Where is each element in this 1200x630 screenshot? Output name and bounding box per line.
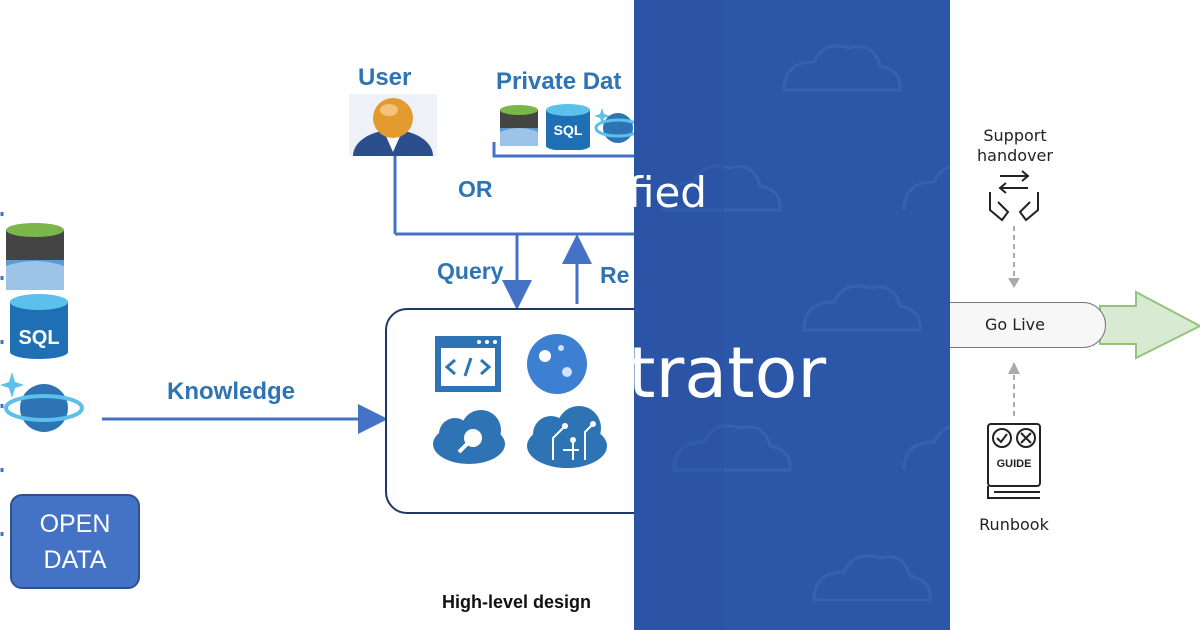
support-handover-label: Support handover — [970, 126, 1060, 166]
sql-database-icon: SQL — [10, 294, 68, 359]
runbook-guide-icon: GUIDE — [987, 423, 1041, 499]
user-avatar-icon — [349, 94, 437, 182]
sql-text: SQL — [18, 327, 59, 349]
go-live-flow-panel: Support handover Go Live GUIDE Runbook — [950, 0, 1200, 630]
open-data-line2: DATA — [43, 545, 107, 574]
search-cloud-icon — [433, 410, 505, 464]
response-label: Re — [600, 262, 630, 288]
web-app-code-icon — [435, 336, 501, 392]
open-data-box: OPEN DATA — [10, 494, 140, 589]
private-data-label: Private Dat — [496, 68, 622, 95]
storage-cylinder-icon — [500, 105, 538, 146]
knowledge-label: Knowledge — [167, 378, 296, 405]
connector-lines — [0, 142, 634, 590]
support-line2: handover — [977, 146, 1053, 165]
azure-services-box — [385, 308, 634, 514]
or-label: OR — [458, 176, 493, 202]
runbook-label: Runbook — [979, 515, 1049, 534]
private-data-icons: SQL — [500, 104, 634, 150]
go-live-stage — [950, 302, 1106, 348]
storage-cylinder-icon — [6, 223, 64, 290]
title-fragment-main: trator — [634, 332, 827, 414]
high-level-design-panel: User Private Dat SQL OR Query Re Knowled… — [0, 64, 634, 612]
query-label: Query — [437, 258, 504, 284]
guide-text: GUIDE — [997, 458, 1032, 470]
sql-text: SQL — [554, 122, 583, 138]
user-label: User — [358, 64, 412, 91]
cosmos-db-icon — [594, 108, 634, 143]
go-live-label: Go Live — [985, 315, 1045, 334]
service-icons — [433, 334, 607, 468]
data-source-icons: SQL — [0, 223, 84, 432]
title-fragment-top: fied — [634, 168, 707, 217]
support-line1: Support — [983, 126, 1047, 145]
flow-connectors — [1008, 226, 1200, 416]
sql-database-icon: SQL — [546, 104, 590, 150]
diagram-caption: High-level design — [442, 592, 592, 612]
ai-cloud-icon — [527, 406, 607, 468]
cognitive-service-globe-icon — [527, 334, 587, 394]
title-slide-panel: fied trator — [634, 0, 950, 630]
open-data-line1: OPEN — [39, 509, 111, 538]
handover-hands-icon — [989, 170, 1039, 222]
cosmos-db-icon — [0, 372, 84, 432]
forward-arrow — [1099, 290, 1200, 360]
cloud-pattern-background — [634, 0, 950, 630]
